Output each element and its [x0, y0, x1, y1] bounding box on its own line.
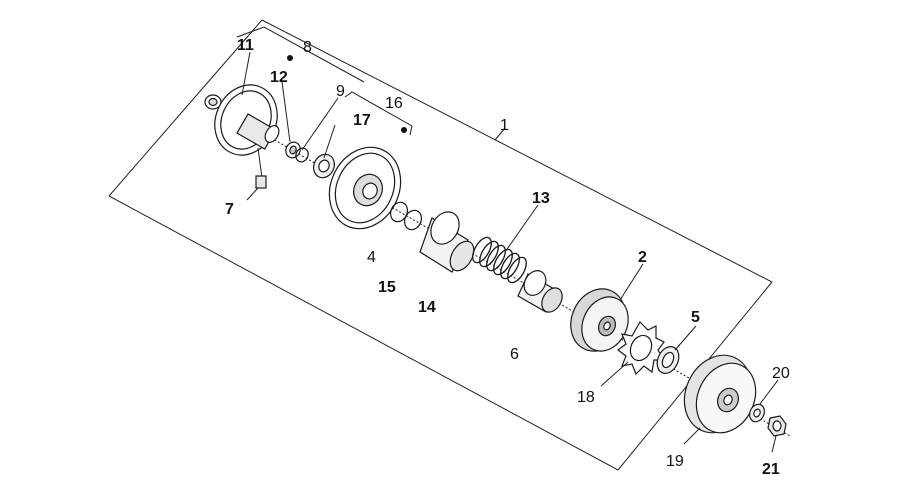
- callout-4: 4: [367, 249, 376, 266]
- callout-14: 14: [418, 299, 436, 316]
- part-5-washer: [656, 346, 680, 374]
- part-18-star-plate: [617, 321, 666, 376]
- assembly-boundary: [108, 19, 773, 471]
- part-9-ring: [295, 147, 309, 163]
- callout-17: 17: [353, 112, 371, 129]
- part-19-clutch-drum: [683, 354, 757, 434]
- leader-lines: [241, 51, 779, 453]
- part-17-seal: [313, 153, 335, 179]
- callout-21: 21: [762, 461, 780, 478]
- part-14-sleeve: [419, 211, 475, 273]
- callout-13: 13: [532, 190, 550, 207]
- callout-15: 15: [378, 279, 396, 296]
- part-2-clutch: [570, 288, 629, 352]
- callout-19: 19: [666, 453, 684, 470]
- callout-20: 20: [772, 365, 790, 382]
- part-21-nut: [767, 415, 787, 437]
- part-13-spring: [472, 236, 527, 284]
- part-11-bushing: [204, 94, 222, 110]
- callout-9: 9: [336, 83, 345, 100]
- subgroup-boundary-8: [236, 26, 365, 83]
- part-20-washer: [749, 403, 765, 423]
- callout-16: 16: [385, 95, 403, 112]
- subgroup-boundary-16: [344, 91, 413, 136]
- callout-5: 5: [691, 309, 700, 326]
- callout-8: 8: [303, 39, 312, 56]
- part-8-drive-face: [214, 55, 293, 156]
- callout-11: 11: [237, 37, 254, 54]
- part-15-o-ring: [404, 209, 422, 231]
- callout-18: 18: [577, 389, 595, 406]
- callout-2: 2: [638, 249, 647, 266]
- callout-7: 7: [225, 201, 234, 218]
- part-6-collar: [517, 270, 563, 313]
- part-7-pin: [255, 147, 267, 189]
- callout-6: 6: [510, 346, 519, 363]
- callout-1: 1: [500, 117, 509, 134]
- part-16-movable-face: [328, 127, 407, 230]
- callout-12: 12: [270, 69, 288, 86]
- part-12-ring: [285, 141, 301, 159]
